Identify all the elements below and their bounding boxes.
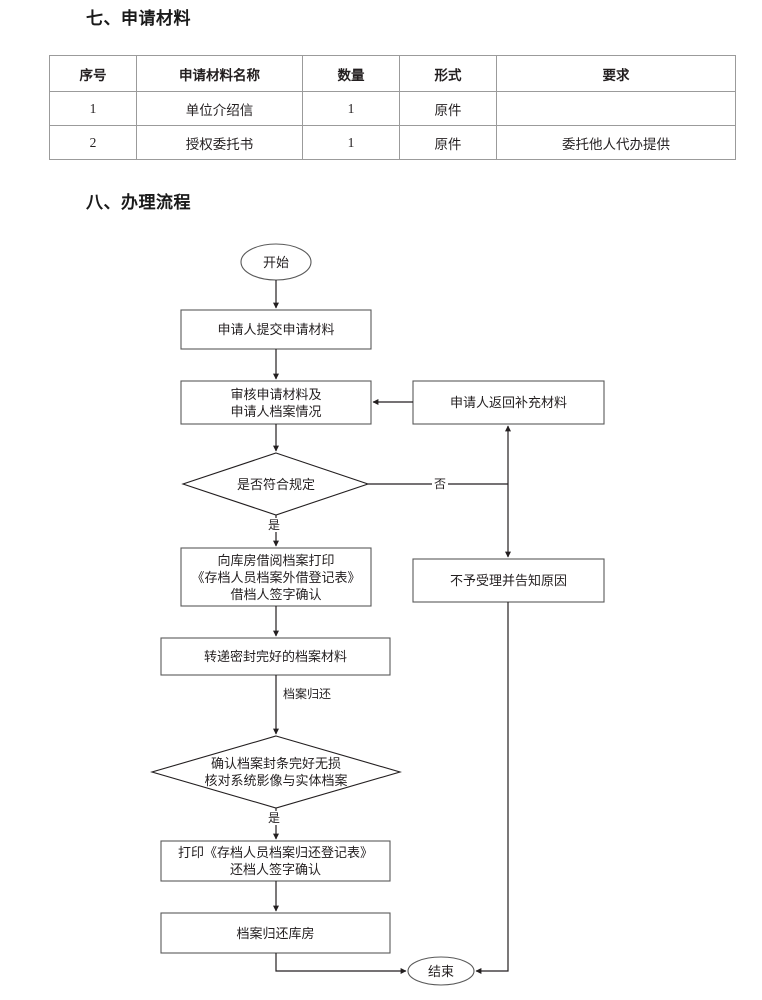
cell-qty: 1 xyxy=(302,125,400,160)
print-return-node-label: 打印《存档人员档案归还登记表》 还档人签字确认 xyxy=(177,845,373,877)
return-supplement-node-shape xyxy=(412,380,605,425)
transfer-node-label: 转递密封完好的档案材料 xyxy=(203,649,347,664)
column-header-name: 申请材料名称 xyxy=(136,55,303,92)
decision-compliant-label: 是否符合规定 xyxy=(236,476,315,492)
page-title-materials: 七、申请材料 xyxy=(86,9,191,28)
borrow-print-node-shape xyxy=(180,547,372,607)
cell-name: 单位介绍信 xyxy=(136,91,303,126)
submit-node-label: 申请人提交申请材料 xyxy=(217,322,335,337)
archive-back-node-shape xyxy=(160,912,391,954)
decision-compliant-shape xyxy=(181,452,370,516)
edge-reject-to-end xyxy=(475,602,509,974)
column-header-qty: 数量 xyxy=(302,55,400,92)
edge-label-verify-yes: 是 xyxy=(266,811,283,825)
submit-node-shape xyxy=(180,309,372,350)
cell-qty: 1 xyxy=(302,91,400,126)
column-header-req: 要求 xyxy=(496,55,736,92)
cell-seq: 2 xyxy=(49,125,137,160)
start-node-shape xyxy=(240,243,312,281)
borrow-print-node-label: 向库房借阅档案打印 《存档人员档案外借登记表》 借档人签字确认 xyxy=(191,552,361,602)
end-node-label: 结束 xyxy=(427,963,454,979)
table-row: 2 授权委托书 1 原件 委托他人代办提供 xyxy=(49,125,736,160)
cell-req: 委托他人代办提供 xyxy=(496,125,736,160)
archive-back-node-label: 档案归还库房 xyxy=(236,925,315,941)
start-node-label: 开始 xyxy=(262,254,289,270)
decision-verify-label: 确认档案封条完好无损 核对系统影像与实体档案 xyxy=(204,756,348,788)
reject-node-label: 不予受理并告知原因 xyxy=(449,573,567,588)
column-header-form: 形式 xyxy=(399,55,497,92)
review-node-shape xyxy=(180,380,372,425)
table-row: 1 单位介绍信 1 原件 xyxy=(49,91,736,126)
return-supplement-node-label: 申请人返回补充材料 xyxy=(449,395,567,410)
edge-archive-to-end xyxy=(275,953,407,974)
edge-label-compliant-yes: 是 xyxy=(266,518,283,532)
application-materials-table: 序号 申请材料名称 数量 形式 要求 1 单位介绍信 1 原件 2 授权委托书 … xyxy=(49,55,736,160)
review-node-label: 审核申请材料及 申请人档案情况 xyxy=(230,386,322,419)
edge-label-compliant-no: 否 xyxy=(432,477,449,491)
column-header-seq: 序号 xyxy=(49,55,137,92)
transfer-node-shape xyxy=(160,637,391,676)
table-header-row: 序号 申请材料名称 数量 形式 要求 xyxy=(49,55,736,92)
end-node-shape xyxy=(407,956,475,986)
cell-form: 原件 xyxy=(399,125,497,160)
cell-name: 授权委托书 xyxy=(136,125,303,160)
edge-label-archive-return: 档案归还 xyxy=(281,687,334,701)
page-title-process: 八、办理流程 xyxy=(86,193,191,212)
reject-node-shape xyxy=(412,558,605,603)
print-return-node-shape xyxy=(160,840,391,882)
decision-verify-shape xyxy=(150,735,402,809)
